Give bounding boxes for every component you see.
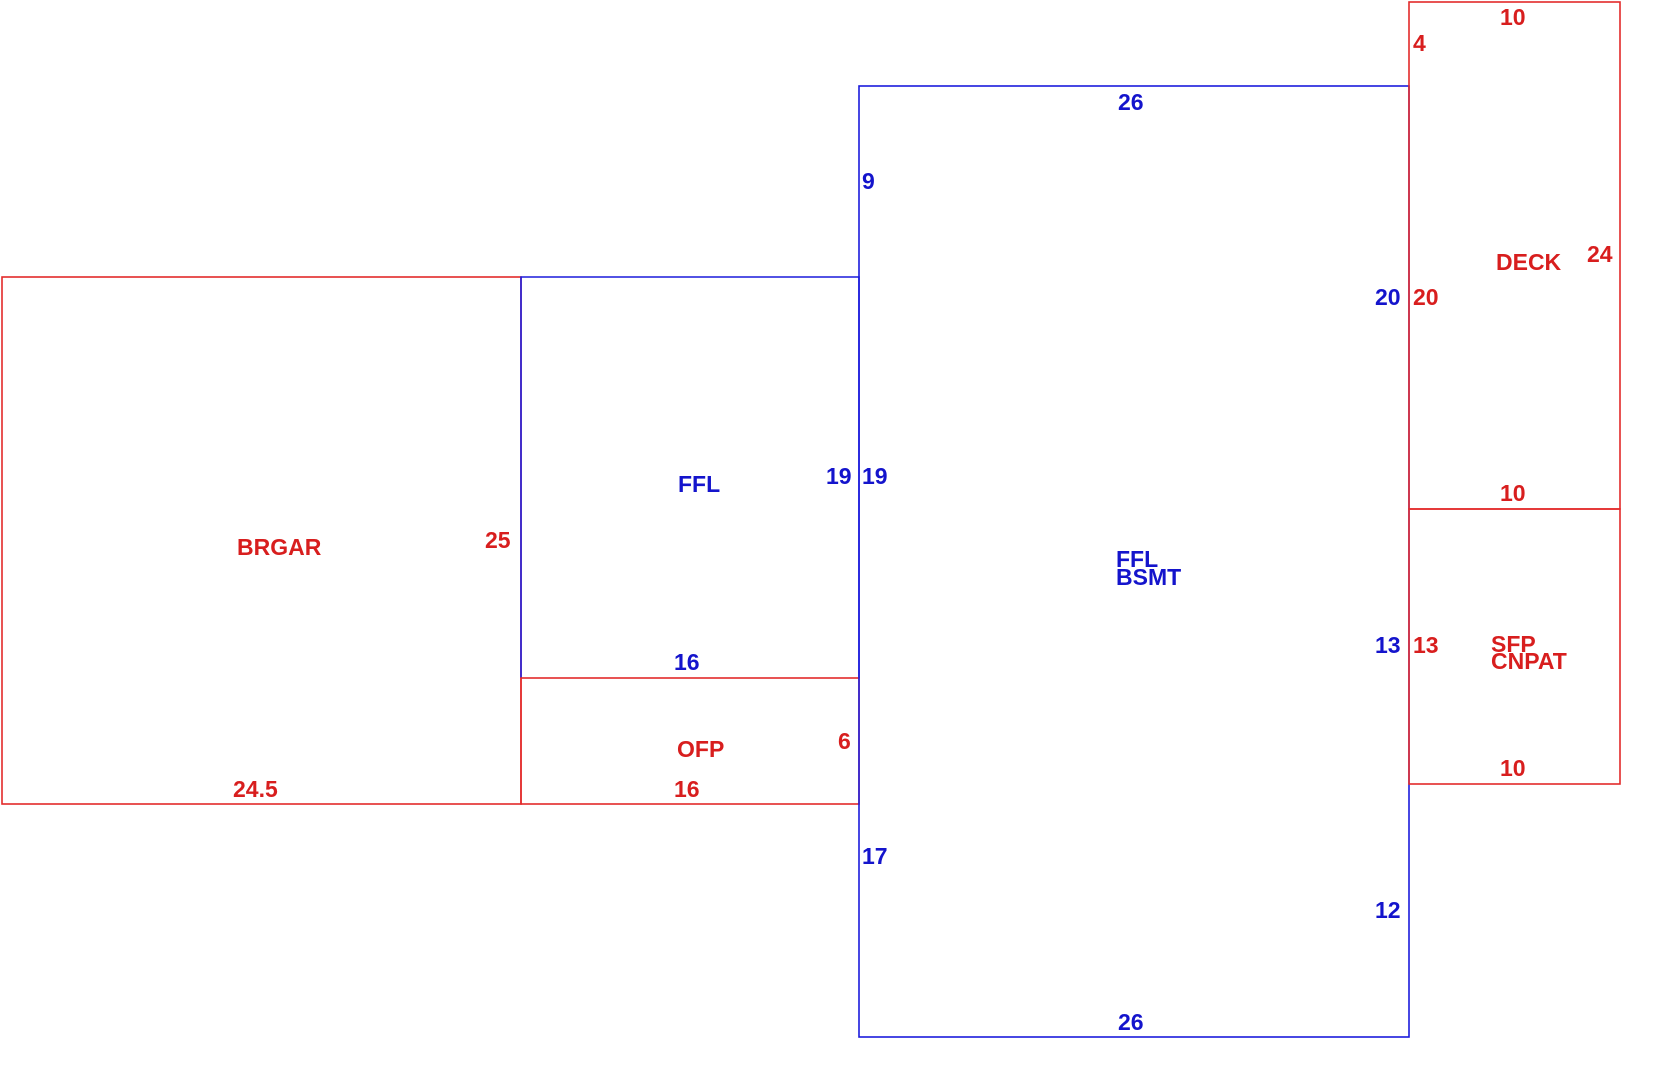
deck-area: DECK 10 4 24 20 10 [1408,1,1621,510]
sfp-area: SFP CNPAT 13 10 [1408,508,1621,785]
main-dim-bottom: 26 [1118,1009,1144,1035]
main-area: FFL BSMT 26 9 19 17 20 13 12 26 [858,85,1410,1038]
sfp-dim-bottom: 10 [1500,755,1526,781]
deck-dim-bottom: 10 [1500,480,1526,506]
sfp-dim-left: 13 [1413,632,1439,658]
main-dim-left-middle: 19 [862,463,888,489]
ofp-dim-bottom: 16 [674,776,700,802]
brgar-label: BRGAR [237,534,322,560]
ofp-dim-right: 6 [838,728,851,754]
main-dim-right-upper: 20 [1375,284,1401,310]
main-dim-left-lower: 17 [862,843,888,869]
ffl-left-dim-right: 19 [826,463,852,489]
ffl-left-dim-bottom: 16 [674,649,700,675]
sfp-label: SFP [1491,631,1536,657]
brgar-area: BRGAR 25 24.5 [1,276,522,805]
cnpat-label: CNPAT [1491,648,1567,674]
main-dim-left-upper: 9 [862,168,875,194]
ofp-area: OFP 6 16 [520,677,860,805]
main-dim-top: 26 [1118,89,1144,115]
deck-dim-right: 24 [1587,241,1613,267]
deck-dim-top: 10 [1500,4,1526,30]
brgar-dim-bottom: 24.5 [233,776,278,802]
sfp-outline [1408,508,1621,785]
ffl-left-area: FFL 19 16 [520,276,860,678]
deck-label: DECK [1496,249,1562,275]
main-dim-right-middle: 13 [1375,632,1401,658]
ofp-label: OFP [677,736,724,762]
main-dim-right-lower: 12 [1375,897,1401,923]
main-label-ffl: FFL [1116,546,1158,572]
deck-dim-left: 20 [1413,284,1439,310]
deck-dim-left-upper: 4 [1413,30,1426,56]
brgar-dim-right: 25 [485,527,511,553]
ffl-left-label: FFL [678,471,720,497]
main-label-bsmt: BSMT [1116,564,1181,590]
